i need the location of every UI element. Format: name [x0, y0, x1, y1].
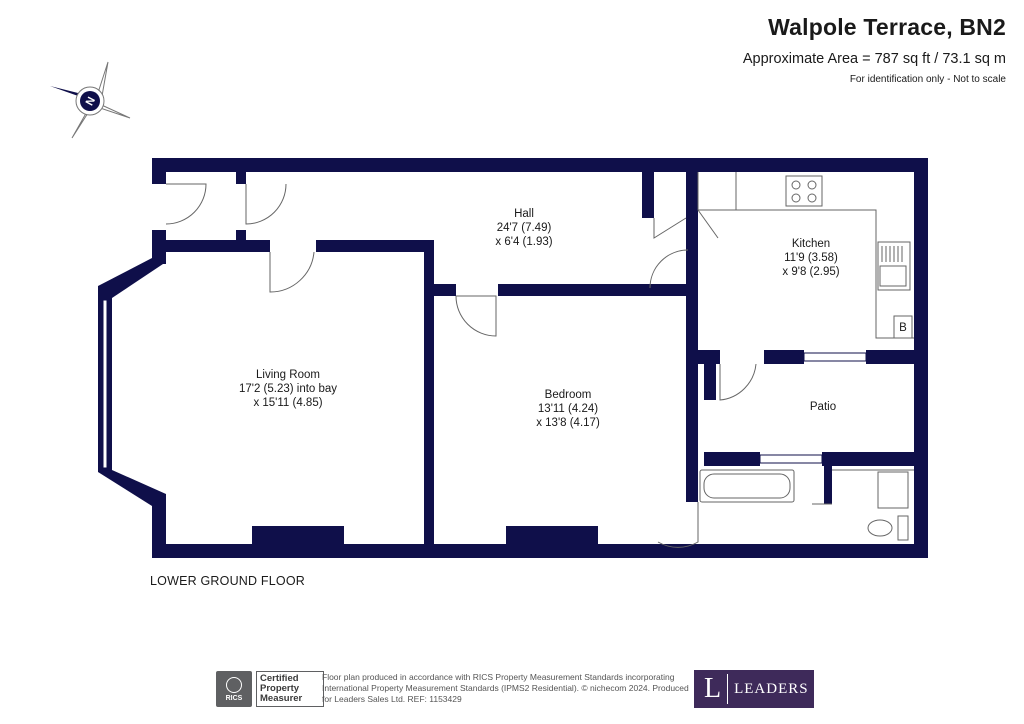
walls [98, 158, 928, 558]
kitchen-name: Kitchen [792, 238, 830, 250]
hall-dim2: x 6'4 (1.93) [495, 236, 552, 248]
header: Walpole Terrace, BN2 Approximate Area = … [743, 14, 1006, 85]
bath-icon [699, 469, 795, 503]
fixtures [697, 172, 914, 541]
boiler-icon [893, 315, 913, 339]
kitchen-dim2: x 9'8 (2.95) [782, 266, 839, 278]
room-labels: Hall 24'7 (7.49) x 6'4 (1.93) Kitchen 11… [239, 208, 907, 429]
rics-logo: RICS [216, 671, 252, 707]
leaders-logo: L LEADERS [694, 670, 814, 708]
floor-label: LOWER GROUND FLOOR [150, 574, 305, 588]
property-title: Walpole Terrace, BN2 [768, 14, 1006, 40]
sink-icon [877, 241, 911, 291]
boiler-label: B [899, 322, 907, 334]
certified-line-2: Property [260, 683, 300, 694]
certified-line-3: Measurer [260, 693, 303, 704]
compass-icon: N [50, 61, 131, 139]
approximate-area: Approximate Area = 787 sq ft / 73.1 sq m [742, 51, 1006, 67]
footer: RICS Certified Property Measurer Floor p… [0, 668, 1024, 724]
leaders-name: LEADERS [734, 680, 809, 697]
rics-mark: RICS [225, 694, 243, 702]
hall-name: Hall [514, 208, 534, 220]
doors [165, 183, 757, 548]
certified-line-1: Certified [260, 673, 299, 684]
toilet-icon [867, 519, 893, 537]
hall-dim1: 24'7 (7.49) [497, 222, 552, 234]
rics-badge: RICS Certified Property Measurer [216, 671, 324, 707]
footer-disclaimer: Floor plan produced in accordance with R… [322, 672, 689, 704]
living-dim1: 17'2 (5.23) into bay [239, 383, 337, 395]
patio-name: Patio [810, 401, 836, 413]
leaders-initial: L [694, 674, 729, 704]
bedroom-name: Bedroom [545, 389, 592, 401]
hob-icon [785, 175, 823, 207]
basin-icon [877, 471, 909, 509]
bedroom-dim2: x 13'8 (4.17) [536, 417, 600, 429]
living-name: Living Room [256, 369, 320, 381]
kitchen-dim1: 11'9 (3.58) [784, 252, 838, 264]
bedroom-dim1: 13'11 (4.24) [538, 403, 598, 415]
windows [102, 299, 867, 469]
living-dim2: x 15'11 (4.85) [253, 397, 322, 409]
certified-measurer: Certified Property Measurer [256, 671, 324, 707]
scale-note: For identification only - Not to scale [849, 74, 1006, 85]
